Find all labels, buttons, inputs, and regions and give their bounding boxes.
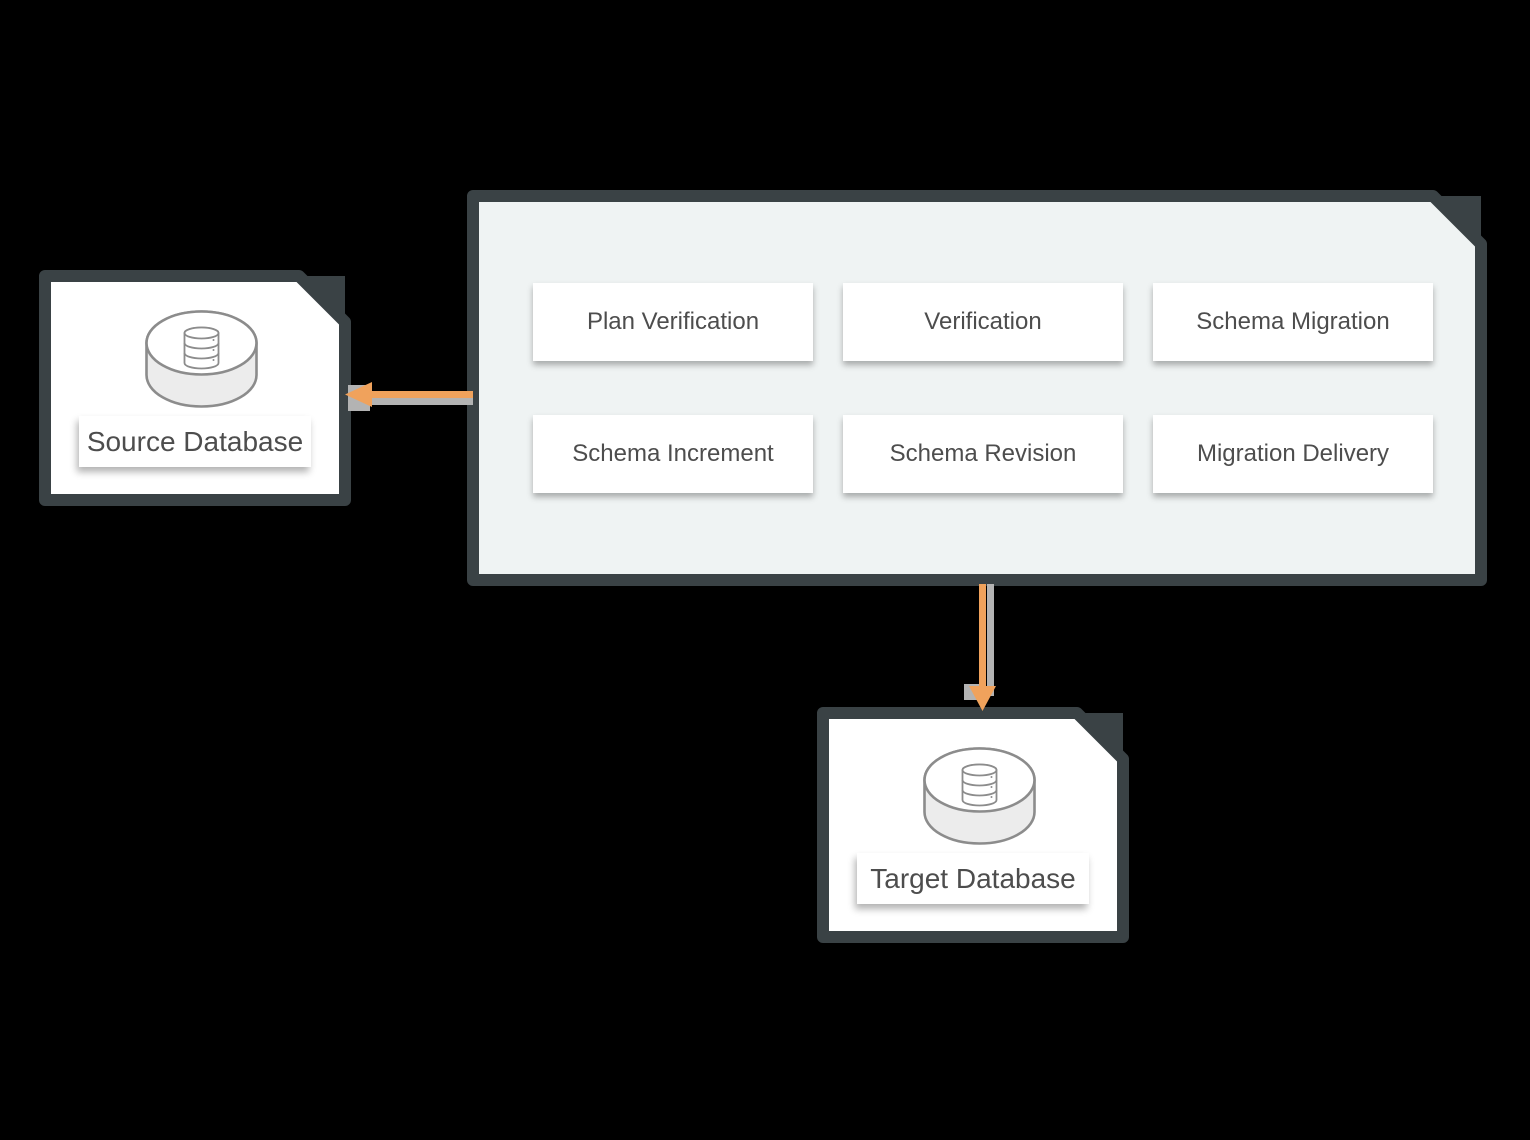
card-plan-verification: Plan Verification — [533, 283, 813, 361]
card-verification: Verification — [843, 283, 1123, 361]
card-migration-delivery: Migration Delivery — [1153, 415, 1433, 493]
arrowhead-left-icon — [345, 382, 372, 407]
target-database-content: Target Database — [823, 713, 1123, 937]
database-icon — [145, 310, 258, 408]
arrow-line-shadow — [360, 398, 473, 405]
target-database-corner-fold — [1077, 713, 1123, 759]
source-database-corner-fold — [299, 276, 345, 322]
arrow-panel-to-source — [345, 382, 473, 411]
arrow-panel-to-target — [964, 584, 996, 711]
card-schema-increment: Schema Increment — [533, 415, 813, 493]
card-schema-migration: Schema Migration — [1153, 283, 1433, 361]
arrow-line — [979, 584, 986, 688]
migration-panel-corner-fold — [1433, 196, 1481, 244]
migration-steps-grid: Plan Verification Verification Schema Mi… — [533, 283, 1433, 493]
database-icon — [923, 747, 1036, 845]
target-database-label: Target Database — [857, 853, 1089, 904]
card-schema-revision: Schema Revision — [843, 415, 1123, 493]
arrowhead-down-icon — [969, 686, 996, 711]
arrow-line-shadow — [987, 584, 994, 696]
source-database-content: Source Database — [45, 276, 345, 500]
source-database-label: Source Database — [79, 416, 311, 467]
arrow-line — [370, 391, 473, 398]
